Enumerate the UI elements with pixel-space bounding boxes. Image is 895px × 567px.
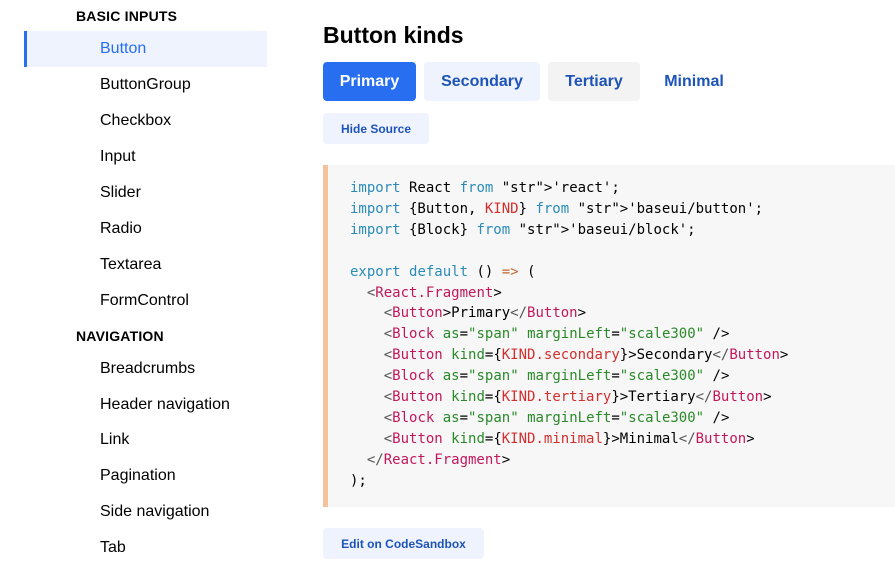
sidebar-item-input[interactable]: Input: [100, 148, 136, 165]
sidebar-item-button[interactable]: Button: [24, 31, 267, 67]
sidebar-item-textarea[interactable]: Textarea: [100, 256, 162, 273]
code-line: <Block as="span" marginLeft="scale300" /…: [383, 368, 730, 385]
code-line: <React.Fragment>: [366, 284, 502, 301]
page-title: Button kinds: [323, 22, 464, 48]
code-text: import React from "str">'react'; import …: [350, 178, 788, 492]
code-line: </React.Fragment>: [366, 451, 511, 468]
primary-button[interactable]: Primary: [323, 62, 416, 101]
code-block: import React from "str">'react'; import …: [323, 165, 895, 507]
code-line: export default () => (: [350, 263, 536, 280]
edit-on-codesandbox-button[interactable]: Edit on CodeSandbox: [323, 528, 484, 559]
secondary-button[interactable]: Secondary: [424, 62, 540, 101]
section-header-basic-inputs: BASIC INPUTS: [76, 8, 178, 24]
code-line: import React from "str">'react';: [350, 180, 620, 196]
sidebar-item-side-navigation[interactable]: Side navigation: [100, 503, 210, 520]
sidebar-item-formcontrol[interactable]: FormControl: [100, 292, 189, 309]
sidebar-item-header-navigation[interactable]: Header navigation: [100, 396, 230, 413]
sidebar-item-tab[interactable]: Tab: [100, 539, 126, 556]
sidebar-item-breadcrumbs[interactable]: Breadcrumbs: [100, 360, 196, 377]
sidebar-item-buttongroup[interactable]: ButtonGroup: [100, 76, 191, 93]
sidebar-item-radio[interactable]: Radio: [100, 220, 142, 237]
code-line: <Button kind={KIND.tertiary}>Tertiary</B…: [383, 389, 772, 406]
sidebar-item-checkbox[interactable]: Checkbox: [100, 112, 172, 129]
code-line: <Button>Primary</Button>: [383, 305, 587, 322]
tertiary-button[interactable]: Tertiary: [548, 62, 640, 101]
main-content: Button kinds Primary Secondary Tertiary …: [323, 0, 895, 567]
code-line: <Block as="span" marginLeft="scale300" /…: [383, 409, 730, 426]
hide-source-button[interactable]: Hide Source: [323, 113, 429, 144]
sidebar-nav: BASIC INPUTS Button ButtonGroup Checkbox…: [0, 0, 268, 567]
sidebar-item-slider[interactable]: Slider: [100, 184, 141, 201]
sidebar-item-link[interactable]: Link: [100, 431, 130, 448]
code-line: <Button kind={KIND.minimal}>Minimal</But…: [383, 430, 755, 447]
code-line: <Button kind={KIND.secondary}>Secondary<…: [383, 347, 789, 364]
code-line: import {Button, KIND} from "str">'baseui…: [350, 200, 764, 217]
code-line: <Block as="span" marginLeft="scale300" /…: [383, 326, 730, 343]
sidebar-item-pagination[interactable]: Pagination: [100, 467, 176, 484]
code-line: import {Block} from "str">'baseui/block'…: [350, 221, 696, 238]
minimal-button[interactable]: Minimal: [648, 62, 740, 101]
section-header-navigation: NAVIGATION: [76, 328, 164, 344]
code-line: );: [350, 472, 367, 489]
